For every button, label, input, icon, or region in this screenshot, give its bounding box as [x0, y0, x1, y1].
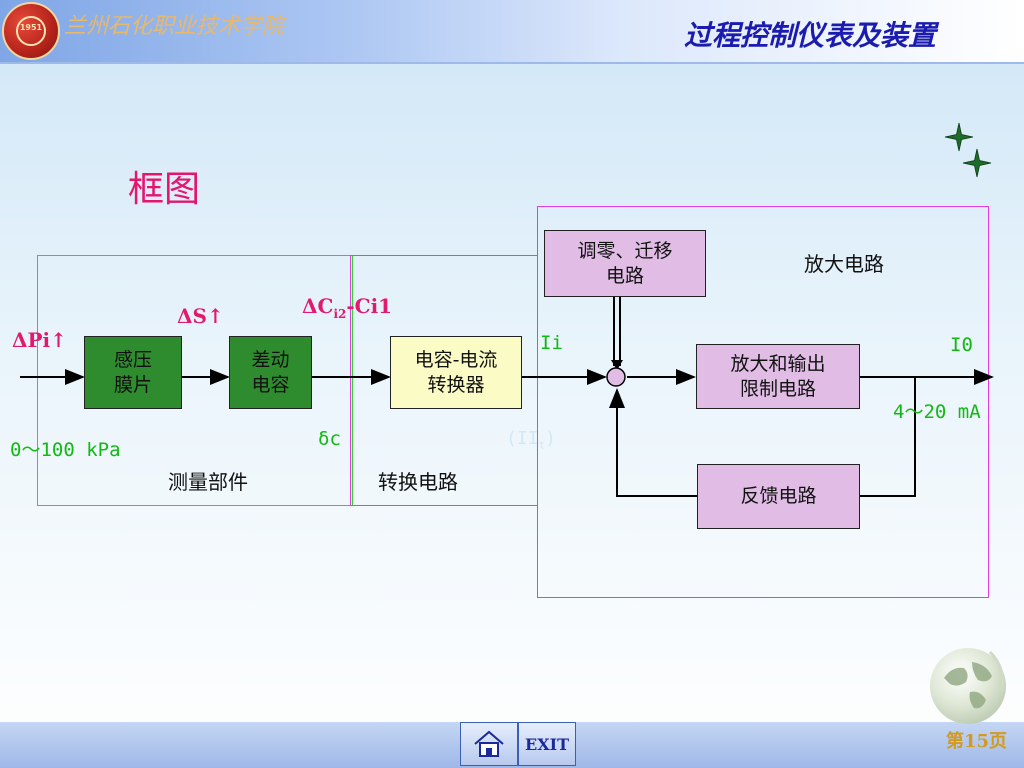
delta-c-small-label: δc	[318, 428, 341, 450]
convert-section-label: 转换电路	[378, 470, 458, 494]
header-divider	[0, 62, 1024, 64]
globe-continents	[944, 650, 1005, 709]
school-name: 兰州石化职业技术学院	[64, 14, 285, 39]
diaphragm-block: 感压 膜片	[84, 336, 182, 409]
exit-button[interactable]: EXIT	[518, 722, 576, 766]
summing-junction	[606, 367, 626, 387]
delta-c-tail: -Ci1	[346, 294, 393, 318]
course-title: 过程控制仪表及装置	[683, 19, 936, 52]
page-title: 框图	[128, 169, 201, 210]
feedback-block: 反馈电路	[697, 464, 860, 529]
amp-output-limit-block: 放大和输出 限制电路	[696, 344, 860, 409]
delta-c-main: ΔC	[302, 294, 334, 318]
sparkle-star-icon	[944, 122, 974, 152]
globe-icon	[930, 648, 1006, 724]
page-number: 第15页	[946, 731, 1008, 752]
faint-it-close: )	[545, 428, 556, 449]
zero-shift-block: 调零、迁移 电路	[544, 230, 706, 297]
logo-year: 1951	[19, 23, 43, 32]
logo-ring	[16, 16, 46, 46]
exit-label: EXIT	[525, 734, 569, 754]
cap-current-converter-block: 电容-电流 转换器	[390, 336, 522, 409]
delta-s-label: ΔS↑	[177, 304, 224, 328]
delta-pi-label: ΔPi↑	[12, 328, 67, 352]
home-icon	[474, 730, 504, 757]
home-button[interactable]	[460, 722, 518, 766]
input-range-label: 0～100 kPa	[10, 439, 121, 461]
diff-capacitor-block: 差动 电容	[229, 336, 312, 409]
amplifier-section-frame	[537, 206, 989, 598]
measure-section-label: 测量部件	[168, 470, 248, 494]
amplifier-section-label: 放大电路	[804, 252, 884, 276]
io-label: I0	[950, 334, 973, 356]
output-range-label: 4～20 mA	[893, 401, 981, 423]
faint-it-open: (I	[506, 428, 528, 449]
sparkle-star-icon	[962, 148, 992, 178]
measure-section-frame	[37, 255, 353, 506]
faint-it-sub: t	[538, 438, 546, 452]
faint-it-mid: I	[527, 428, 539, 449]
delta-c-label: ΔCi2-Ci1	[302, 294, 392, 321]
ii-label: Ii	[540, 332, 563, 354]
faint-it-label: (IIt)	[506, 428, 556, 452]
delta-c-subscript: i2	[333, 307, 347, 321]
school-logo-icon: 1951	[2, 2, 60, 60]
header-bar	[0, 0, 1024, 62]
